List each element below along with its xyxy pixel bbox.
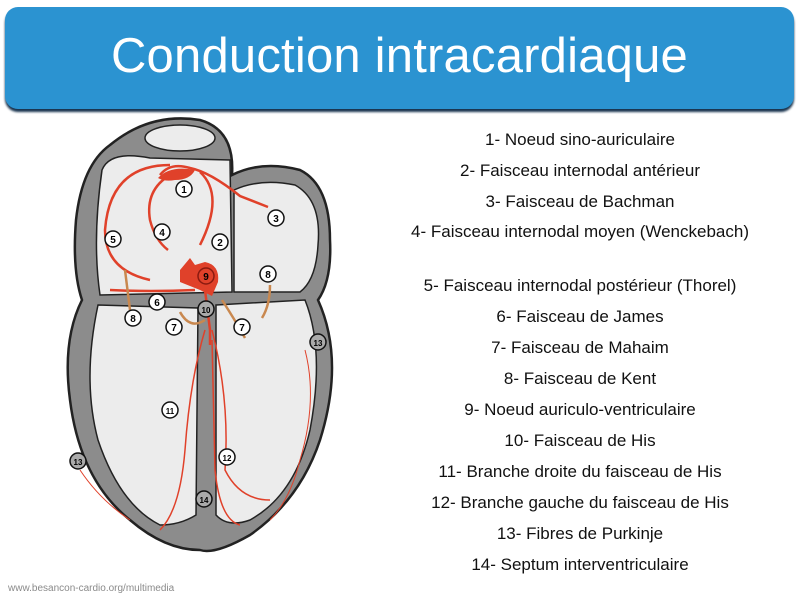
legend-item: 8- Faisceau de Kent <box>503 369 657 388</box>
svg-text:3: 3 <box>273 214 279 225</box>
svg-text:1: 1 <box>181 185 187 196</box>
label-9: 9 <box>197 267 215 285</box>
label-7a: 7 <box>165 318 183 336</box>
legend-item: 11- Branche droite du faisceau de His <box>438 462 722 481</box>
vena-cava <box>144 124 216 152</box>
svg-text:5: 5 <box>110 235 116 246</box>
slide-title: Conduction intracardiaque <box>110 29 689 83</box>
source-credit: www.besancon-cardio.org/multimedia <box>8 583 175 594</box>
legend-item: 13- Fibres de Purkinje <box>496 524 664 543</box>
svg-text:7: 7 <box>239 323 245 334</box>
legend-item: 4- Faisceau internodal moyen (Wenckebach… <box>411 222 749 241</box>
legend-item: 7- Faisceau de Mahaim <box>491 338 669 357</box>
svg-text:2: 2 <box>217 238 223 249</box>
label-8b: 8 <box>259 265 277 283</box>
label-3: 3 <box>267 209 285 227</box>
left-atrium <box>233 181 320 293</box>
legend-item: 2- Faisceau internodal antérieur <box>459 161 701 180</box>
svg-text:13: 13 <box>314 339 323 348</box>
label-11: 11 <box>161 401 179 419</box>
legend-list: 1- Noeud sino-auriculaire 2- Faisceau in… <box>390 124 770 580</box>
legend-item: 5- Faisceau internodal postérieur (Thore… <box>423 276 737 295</box>
legend-item: 9- Noeud auriculo-ventriculaire <box>464 400 696 419</box>
label-14: 14 <box>195 490 213 508</box>
svg-text:8: 8 <box>265 270 271 281</box>
label-12: 12 <box>218 448 236 466</box>
legend-item: 1- Noeud sino-auriculaire <box>485 130 675 149</box>
svg-text:11: 11 <box>166 407 175 416</box>
svg-text:8: 8 <box>130 314 136 325</box>
legend-item: 10- Faisceau de His <box>504 431 656 450</box>
title-banner: Conduction intracardiaque <box>5 7 794 109</box>
svg-text:14: 14 <box>200 496 209 505</box>
label-13b: 13 <box>69 452 87 470</box>
label-10: 10 <box>197 300 215 318</box>
label-13a: 13 <box>309 333 327 351</box>
label-5: 5 <box>104 230 122 248</box>
label-6: 6 <box>148 293 166 311</box>
svg-text:9: 9 <box>203 272 209 283</box>
left-ventricle <box>215 299 318 524</box>
svg-text:13: 13 <box>74 458 83 467</box>
label-2: 2 <box>211 233 229 251</box>
diagram-labels: 1 2 3 4 5 6 7 7 8 8 9 10 11 12 13 13 14 <box>69 180 327 508</box>
svg-text:4: 4 <box>159 228 165 239</box>
legend-item: 14- Septum interventriculaire <box>471 555 689 574</box>
right-ventricle <box>89 304 199 526</box>
label-4: 4 <box>153 223 171 241</box>
heart-conduction-diagram: 1 2 3 4 5 6 7 7 8 8 9 10 11 12 13 13 14 <box>66 117 334 553</box>
legend-item: 3- Faisceau de Bachman <box>485 192 675 211</box>
legend-item: 12- Branche gauche du faisceau de His <box>431 493 729 512</box>
label-8a: 8 <box>124 309 142 327</box>
svg-text:6: 6 <box>154 298 160 309</box>
label-1: 1 <box>175 180 193 198</box>
svg-text:10: 10 <box>202 306 211 315</box>
sinoatrial-node <box>158 168 195 181</box>
svg-text:7: 7 <box>171 323 177 334</box>
svg-text:12: 12 <box>223 454 232 463</box>
legend-item: 6- Faisceau de James <box>496 307 664 326</box>
label-7b: 7 <box>233 318 251 336</box>
